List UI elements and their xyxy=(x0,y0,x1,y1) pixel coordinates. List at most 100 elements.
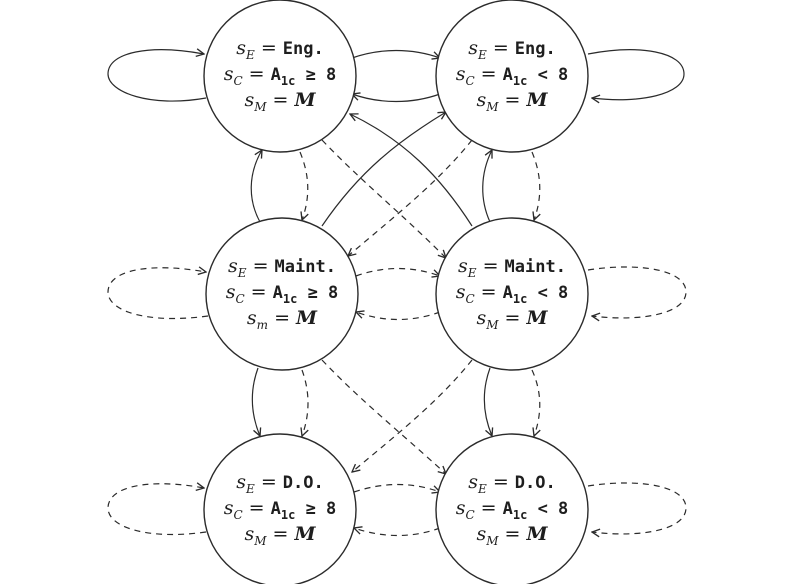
state-node-eng-hi: sE = Eng.sC = A1c ≥ 8sM = M xyxy=(203,0,357,153)
transition-maint-hi-to-do-hi-dashed xyxy=(302,369,308,436)
state-label-line: sE = Eng. xyxy=(236,37,323,62)
label-segment: s xyxy=(244,523,254,545)
label-segment: s xyxy=(244,89,254,111)
label-segment: = xyxy=(475,497,503,519)
label-segment: = xyxy=(268,307,296,329)
transition-do-hi-to-do-hi-dashed xyxy=(107,484,207,536)
label-segment: = xyxy=(477,255,505,277)
label-segment: D.O. xyxy=(283,473,324,493)
label-segment: = xyxy=(243,63,271,85)
label-segment: = xyxy=(243,497,271,519)
state-label-line: sM = M xyxy=(476,307,548,332)
label-segment: M xyxy=(526,89,549,111)
state-label-line: sM = M xyxy=(244,523,316,548)
state-circle xyxy=(435,433,589,584)
label-segment: = xyxy=(487,471,515,493)
state-node-eng-lo: sE = Eng.sC = A1c < 8sM = M xyxy=(435,0,589,153)
label-segment: 1c xyxy=(281,508,295,522)
transition-eng-lo-to-eng-hi-solid xyxy=(352,94,441,103)
state-circle xyxy=(435,217,589,371)
state-node-do-hi: sE = D.O.sC = A1c ≥ 8sM = M xyxy=(203,433,357,584)
label-segment: ≥ 8 xyxy=(295,499,336,519)
state-label-line: sE = D.O. xyxy=(468,471,555,496)
label-segment: 1c xyxy=(283,292,297,306)
label-segment: s xyxy=(476,89,486,111)
label-segment: = xyxy=(267,523,295,545)
transition-do-hi-to-do-lo-dashed xyxy=(353,483,440,493)
label-segment: A xyxy=(273,283,283,303)
state-node-do-lo: sE = D.O.sC = A1c < 8sM = M xyxy=(435,433,589,584)
transition-edges xyxy=(107,49,687,537)
transition-maint-lo-to-do-lo-solid xyxy=(483,367,492,436)
label-segment: s xyxy=(456,497,466,519)
state-label-line: sm = M xyxy=(247,307,318,332)
label-segment: M xyxy=(253,100,267,114)
label-segment: = xyxy=(499,307,527,329)
label-segment: E xyxy=(477,48,487,62)
state-node-maint-lo: sE = Maint.sC = A1c < 8sM = M xyxy=(435,217,589,371)
label-segment: s xyxy=(226,281,236,303)
label-segment: C xyxy=(233,74,242,88)
transition-maint-hi-to-maint-lo-dashed xyxy=(355,267,440,277)
state-label-line: sE = Maint. xyxy=(458,255,566,280)
label-segment: M xyxy=(485,318,499,332)
label-segment: s xyxy=(456,63,466,85)
label-segment: s xyxy=(476,307,486,329)
state-label-line: sC = A1c ≥ 8 xyxy=(224,63,337,88)
transition-eng-lo-to-eng-lo-solid xyxy=(587,49,685,100)
label-segment: D.O. xyxy=(515,473,556,493)
label-segment: s xyxy=(458,255,468,277)
label-segment: 1c xyxy=(513,508,527,522)
label-segment: < 8 xyxy=(527,499,568,519)
state-node-maint-hi: sE = Maint.sC = A1c ≥ 8sm = M xyxy=(205,217,359,371)
label-segment: E xyxy=(237,266,247,280)
label-segment: < 8 xyxy=(527,283,568,303)
label-segment: s xyxy=(228,255,238,277)
label-segment: M xyxy=(294,523,317,545)
state-label-line: sE = D.O. xyxy=(236,471,323,496)
label-segment: = xyxy=(255,471,283,493)
label-segment: M xyxy=(295,307,318,329)
label-segment: < 8 xyxy=(527,65,568,85)
transition-maint-hi-to-eng-lo-solid xyxy=(321,112,446,227)
transition-maint-hi-to-do-hi-solid xyxy=(251,367,260,436)
label-segment: A xyxy=(503,283,513,303)
transition-maint-hi-to-maint-hi-dashed xyxy=(107,268,209,320)
transition-do-lo-to-do-hi-dashed xyxy=(354,528,441,537)
state-label-line: sM = M xyxy=(476,523,548,548)
state-label-line: sC = A1c < 8 xyxy=(456,63,569,88)
label-segment: s xyxy=(224,497,234,519)
state-circle xyxy=(203,0,357,153)
label-segment: ≥ 8 xyxy=(295,65,336,85)
label-segment: = xyxy=(499,523,527,545)
label-segment: E xyxy=(467,266,477,280)
state-circle xyxy=(203,433,357,584)
label-segment: M xyxy=(253,534,267,548)
transition-maint-lo-to-do-lo-dashed xyxy=(531,369,540,436)
label-segment: s xyxy=(247,307,257,329)
state-label-line: sM = M xyxy=(476,89,548,114)
state-label-line: sE = Maint. xyxy=(228,255,336,280)
label-segment: 1c xyxy=(513,74,527,88)
transition-maint-lo-to-eng-hi-solid xyxy=(350,114,473,227)
transition-do-lo-to-do-lo-dashed xyxy=(587,482,687,534)
label-segment: = xyxy=(499,89,527,111)
transition-eng-lo-to-maint-hi-dashed xyxy=(348,139,473,256)
transition-maint-hi-to-eng-hi-solid xyxy=(250,150,262,223)
label-segment: s xyxy=(468,471,478,493)
label-segment: s xyxy=(224,63,234,85)
transition-maint-lo-to-eng-lo-solid xyxy=(482,150,492,223)
label-segment: = xyxy=(245,281,273,303)
label-segment: A xyxy=(271,499,281,519)
label-segment: s xyxy=(476,523,486,545)
state-circle xyxy=(435,0,589,153)
label-segment: E xyxy=(477,482,487,496)
label-segment: Eng. xyxy=(515,39,556,59)
label-segment: 1c xyxy=(281,74,295,88)
transition-eng-hi-to-maint-lo-dashed xyxy=(321,139,446,258)
label-segment: = xyxy=(487,37,515,59)
label-segment: C xyxy=(465,292,474,306)
transition-eng-hi-to-eng-hi-solid xyxy=(107,50,207,102)
transition-eng-hi-to-maint-hi-dashed xyxy=(299,151,308,220)
